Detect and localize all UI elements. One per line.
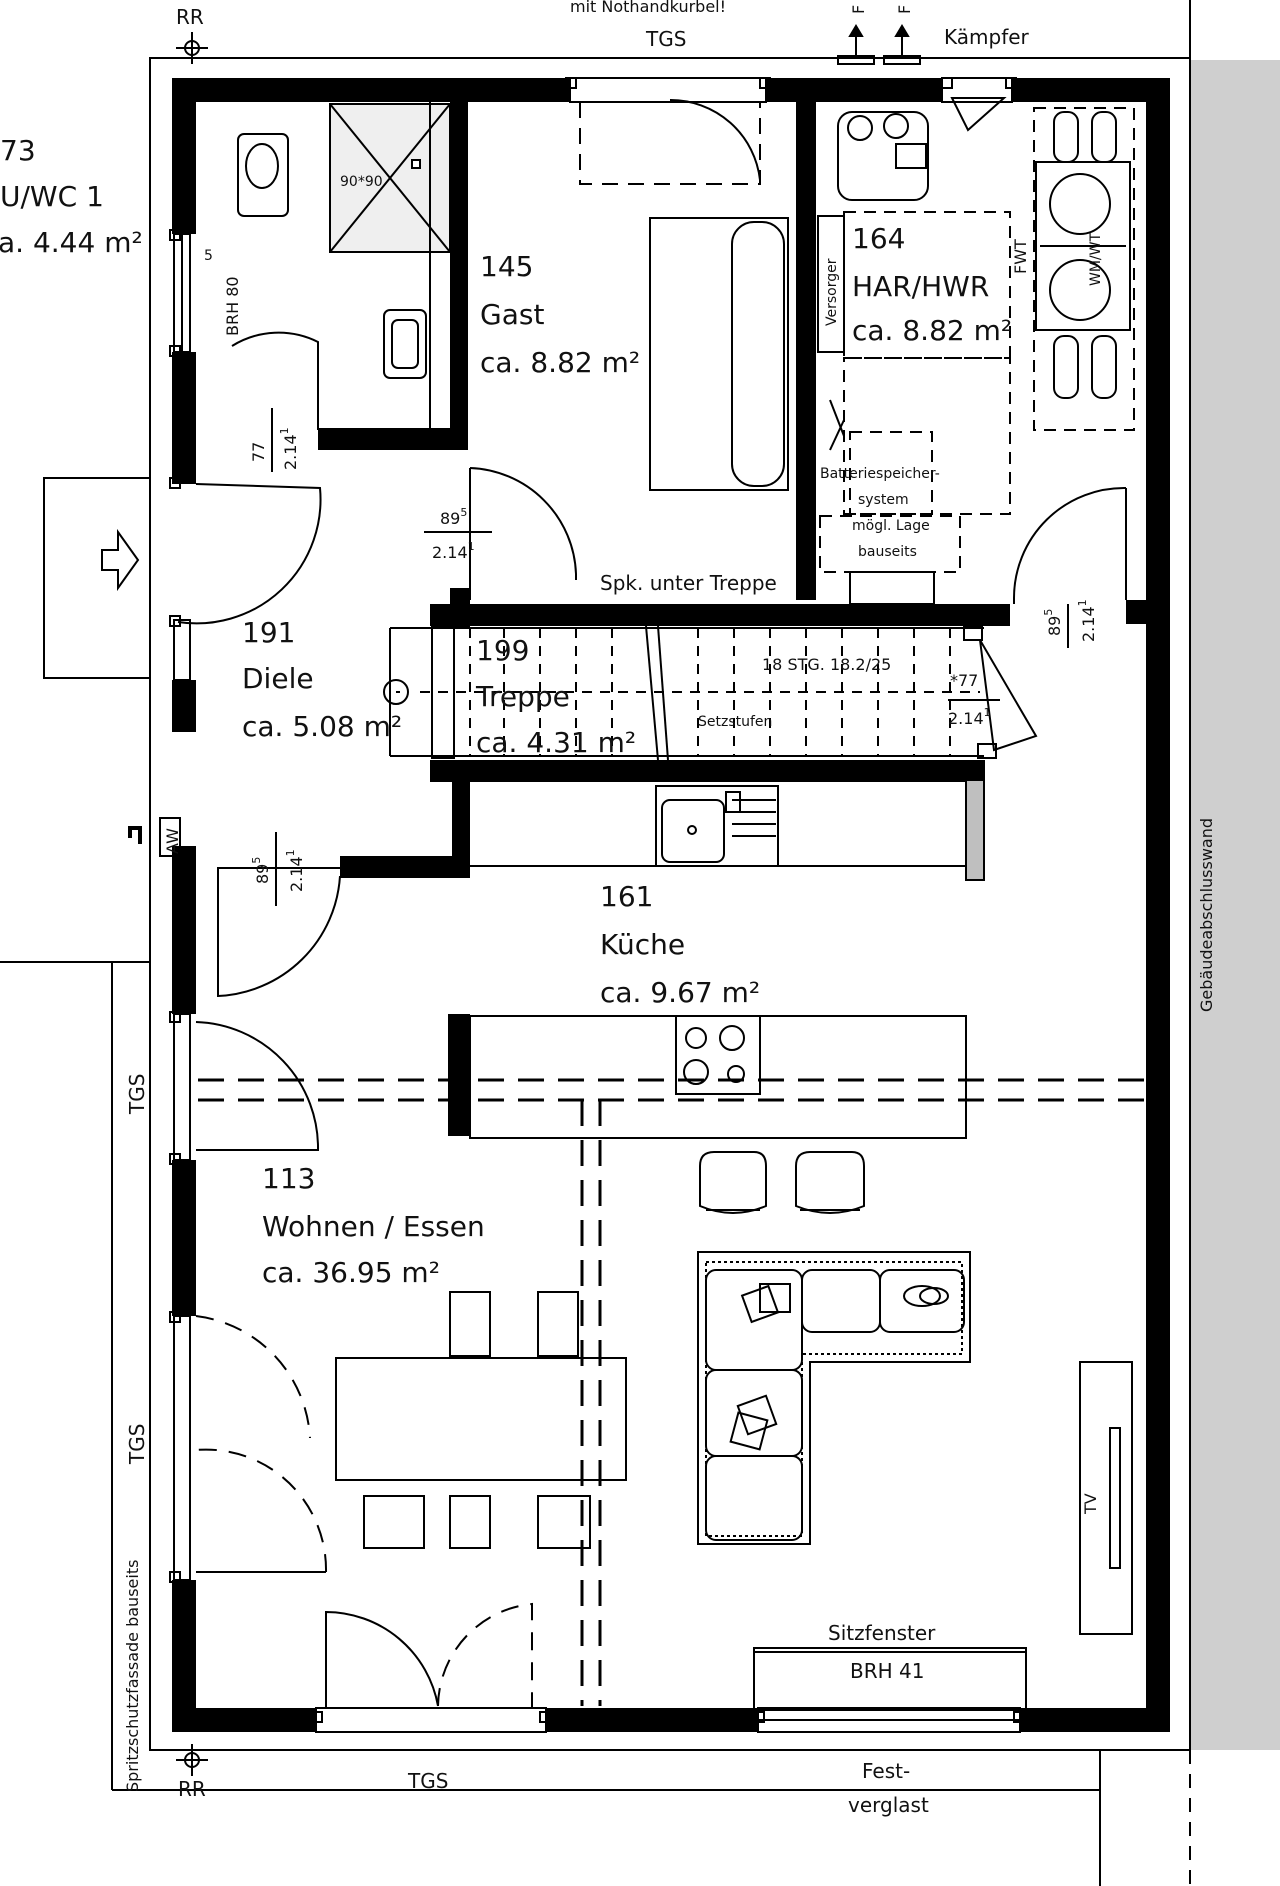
- rr-markers: [176, 32, 208, 1776]
- overhang-lines: [198, 1078, 1146, 1706]
- room-treppe-number: 199: [476, 634, 529, 667]
- door-bad-height: 2.141: [278, 427, 300, 470]
- shower-size-label: 90*90: [340, 174, 383, 190]
- entrance-arrow-icon: [101, 528, 140, 592]
- bathroom-fixtures: [237, 102, 451, 428]
- tgs-left-label-2: TGS: [125, 1424, 149, 1465]
- room-gast-number: 145: [480, 250, 533, 283]
- room-gast-name: Gast: [480, 298, 544, 331]
- brh80-label: BRH 80: [223, 276, 242, 336]
- door-stair-width: *77: [950, 671, 978, 690]
- door-diele-width: 895: [250, 857, 272, 884]
- room-har-name: HAR/HWR: [852, 270, 989, 303]
- festverglast-label-1: Fest-: [862, 1759, 910, 1783]
- room-bad-number: 73: [0, 134, 36, 167]
- room-treppe-name: Treppe: [475, 680, 570, 713]
- room-kueche-number: 161: [600, 880, 653, 913]
- room-bad-area: a. 4.44 m²: [0, 226, 143, 259]
- rr-top-label: RR: [176, 5, 204, 29]
- vent-arrows: [837, 24, 921, 65]
- room-diele-name: Diele: [242, 662, 314, 695]
- festverglast-label-2: verglast: [848, 1793, 929, 1817]
- room-wohnen-number: 113: [262, 1162, 315, 1195]
- brh80-sup-label: 5: [204, 248, 213, 264]
- rr-bottom-label: RR: [178, 1777, 206, 1801]
- battery-label-4: bauseits: [858, 544, 917, 560]
- setzstufen-label: Setzstufen: [698, 714, 772, 730]
- fwt-label: FWT: [1011, 239, 1030, 274]
- nothandkurbel-label: mit Nothandkurbel!: [570, 0, 726, 16]
- outer-outline: [149, 57, 1191, 1751]
- tgs-top-label: TGS: [645, 27, 686, 51]
- room-kueche-area: ca. 9.67 m²: [600, 976, 760, 1009]
- battery-label-3: mögl. Lage: [852, 518, 930, 534]
- neighbor-wall-band: [1190, 60, 1280, 1750]
- spk-label: Spk. unter Treppe: [600, 571, 777, 595]
- brh41-label: BRH 41: [850, 1659, 924, 1683]
- door-bad-width: 77: [249, 442, 268, 462]
- f-label-1: F: [849, 5, 868, 14]
- stairs: [383, 625, 997, 761]
- wmwt-label: WM/WT: [1088, 233, 1104, 286]
- bed: [649, 217, 789, 491]
- f-label-2: F: [895, 5, 914, 14]
- room-wohnen-area: ca. 36.95 m²: [262, 1256, 440, 1289]
- room-bad-name: U/WC 1: [0, 180, 104, 213]
- door-har-height: 2.141: [1076, 599, 1098, 642]
- aw-label: AW: [163, 828, 182, 854]
- kitchen-fixtures: [469, 785, 967, 1214]
- kaempfer-label: Kämpfer: [944, 25, 1030, 49]
- room-kueche-name: Küche: [600, 928, 685, 961]
- room-treppe-area: ca. 4.31 m²: [476, 726, 636, 759]
- room-wohnen-name: Wohnen / Essen: [262, 1210, 485, 1243]
- water-tap-icon: [128, 826, 142, 844]
- versorger-label: Versorger: [824, 258, 840, 326]
- door-har-width: 895: [1042, 609, 1064, 636]
- tv-label: TV: [1081, 1493, 1100, 1515]
- door-stair-height: 2.141: [948, 706, 991, 728]
- door-gast-height: 2.141: [432, 540, 475, 562]
- stairs-count-label: 18 STG. 18.2/25: [762, 655, 891, 674]
- room-gast-area: ca. 8.82 m²: [480, 346, 640, 379]
- room-diele-number: 191: [242, 616, 295, 649]
- har-fixtures: [817, 107, 1135, 605]
- door-diele-height: 2.141: [284, 849, 306, 892]
- door-swings: [177, 97, 1127, 1708]
- battery-label-2: system: [858, 492, 909, 508]
- spritzschutz-label: Spritzschutzfassade bauseits: [123, 1560, 142, 1792]
- battery-label-1: Batteriespeicher-: [820, 466, 940, 482]
- tgs-bottom-label: TGS: [407, 1769, 448, 1793]
- windows: [169, 77, 1025, 1733]
- room-diele-area: ca. 5.08 m²: [242, 710, 402, 743]
- living-furniture: [335, 1251, 1133, 1711]
- sitzfenster-label: Sitzfenster: [828, 1621, 936, 1645]
- room-har-area: ca. 8.82 m²: [852, 314, 1012, 347]
- door-gast-width: 895: [440, 506, 467, 528]
- tgs-left-label-1: TGS: [125, 1074, 149, 1115]
- room-har-number: 164: [852, 222, 905, 255]
- walls: [172, 78, 1170, 1732]
- dimension-lines: [271, 408, 1069, 906]
- gebaeude-label: Gebäudeabschlusswand: [1197, 818, 1216, 1012]
- entrance-porch: [43, 477, 151, 679]
